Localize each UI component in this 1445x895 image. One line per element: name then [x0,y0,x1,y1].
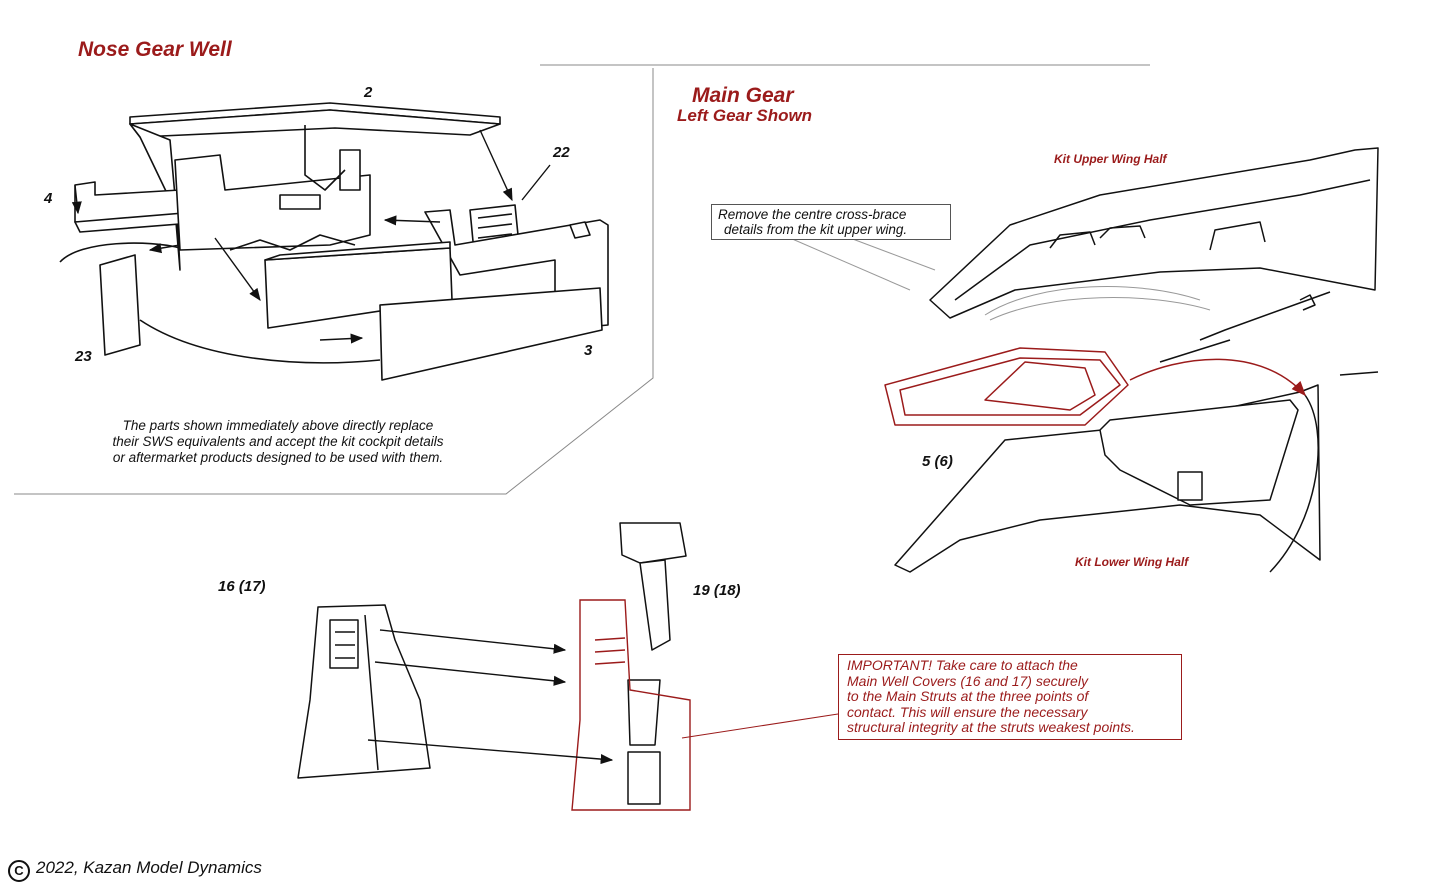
section-dividers [14,64,1150,495]
part-label-4: 4 [44,190,53,207]
copyright-footer: C 2022, Kazan Model Dynamics [8,858,262,882]
nose-gear-well-drawing [59,102,609,381]
nose-gear-title: Nose Gear Well [78,38,232,61]
nose-note-line-2: their SWS equivalents and accept the kit… [112,434,444,449]
remove-note-leaders [789,237,936,291]
well-cover-drawing [297,604,431,779]
part-label-2: 2 [364,84,373,101]
important-note: IMPORTANT! Take care to attach the Main … [838,654,1182,740]
lower-wing-label: Kit Lower Wing Half [1075,555,1189,569]
important-leader [681,713,839,739]
strut-part-label: 19 (18) [693,582,741,599]
part-5-drawing [884,347,1129,426]
main-gear-subtitle: Left Gear Shown [677,106,813,125]
main-gear-title: Main Gear [692,84,794,107]
important-line-1: IMPORTANT! Take care to attach the [847,657,1078,673]
part-label-5: 5 (6) [922,453,953,470]
cover-part-label: 16 (17) [218,578,266,595]
wing-brace-lines [984,285,1211,321]
part-label-22: 22 [553,144,570,161]
nose-gear-note: The parts shown immediately above direct… [78,418,478,466]
important-line-4: contact. This will ensure the necessary [847,703,1088,720]
lower-wing-drawing [894,291,1379,573]
important-line-5: structural integrity at the struts weake… [847,719,1135,735]
main-strut-drawing [619,522,687,805]
important-line-2: Main Well Covers (16 and 17) securely [847,672,1088,689]
part-label-23: 23 [75,348,92,365]
strut-panel-drawing [571,599,691,811]
part-5-arrow [1129,358,1307,397]
upper-wing-drawing [929,147,1379,319]
copyright-icon: C [8,860,30,882]
nose-note-line-3: or aftermarket products designed to be u… [112,450,444,465]
upper-wing-label: Kit Upper Wing Half [1054,152,1167,166]
important-line-3: to the Main Struts at the three points o… [847,688,1089,704]
strut-arrows [367,629,614,765]
nose-gear-arrows [71,129,551,344]
part-label-3: 3 [584,342,593,359]
remove-note-line-2: details from the kit upper wing. [724,222,908,237]
remove-note-line-1: Remove the centre cross-brace [718,207,907,222]
copyright-text: 2022, Kazan Model Dynamics [36,858,262,877]
remove-note: Remove the centre cross-brace details fr… [711,204,951,240]
nose-note-line-1: The parts shown immediately above direct… [122,418,434,433]
